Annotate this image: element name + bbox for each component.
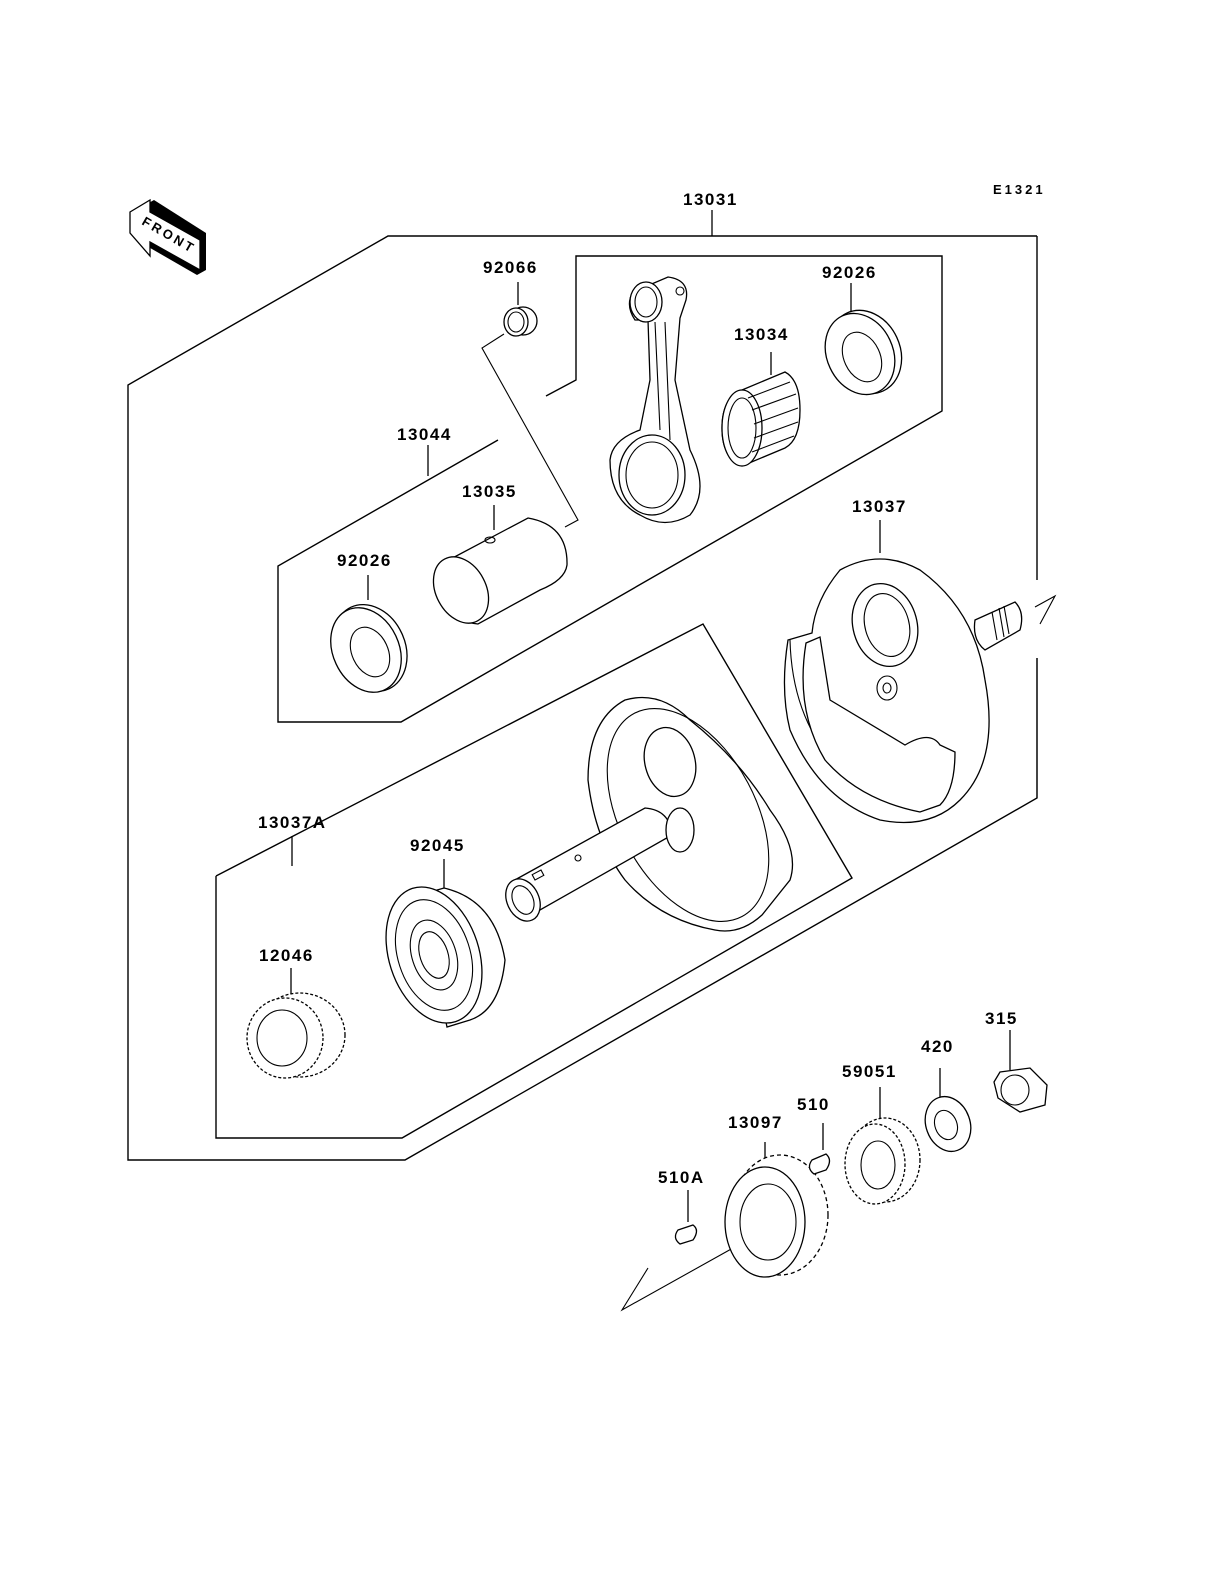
callout-13044: 13044 [397, 425, 452, 444]
ball-bearing [385, 859, 506, 1028]
primary-gear [724, 1142, 829, 1278]
callout-315: 315 [985, 1009, 1018, 1028]
callout-92026-right: 92026 [822, 263, 877, 282]
balancer-drive-gear [844, 1087, 921, 1205]
callout-13037: 13037 [852, 497, 907, 516]
callout-13031: 13031 [683, 190, 738, 209]
thrust-washer-left [330, 575, 408, 693]
callout-510A: 510A [658, 1168, 705, 1187]
callout-420: 420 [921, 1037, 954, 1056]
right-flywheel [783, 520, 1057, 824]
callout-510: 510 [797, 1095, 830, 1114]
thrust-washer-right [824, 283, 903, 396]
lock-washer [924, 1068, 972, 1153]
callout-12046: 12046 [259, 946, 314, 965]
conrod-subframe [277, 255, 943, 723]
crank-axis-line [620, 1247, 734, 1312]
callout-13097: 13097 [728, 1113, 783, 1132]
callout-92045: 92045 [410, 836, 465, 855]
needle-bearing [721, 352, 801, 467]
left-flywheel [505, 696, 794, 932]
callout-13037A: 13037A [258, 813, 327, 832]
left-flywheel-subframe [215, 623, 853, 1139]
connecting-rod [609, 276, 701, 524]
hex-nut [993, 1030, 1048, 1113]
callout-92066: 92066 [483, 258, 538, 277]
sprocket-gear [246, 968, 346, 1079]
woodruff-key [808, 1123, 831, 1175]
callout-13035: 13035 [462, 482, 517, 501]
callout-59051: 59051 [842, 1062, 897, 1081]
diagram-code: E1321 [993, 182, 1046, 197]
front-arrow-icon: FRONT [129, 198, 206, 275]
callout-92026-left: 92026 [337, 551, 392, 570]
small-end-bushing [481, 282, 579, 528]
woodruff-key-a [674, 1190, 698, 1245]
crank-pin [432, 505, 568, 625]
callout-13034: 13034 [734, 325, 789, 344]
